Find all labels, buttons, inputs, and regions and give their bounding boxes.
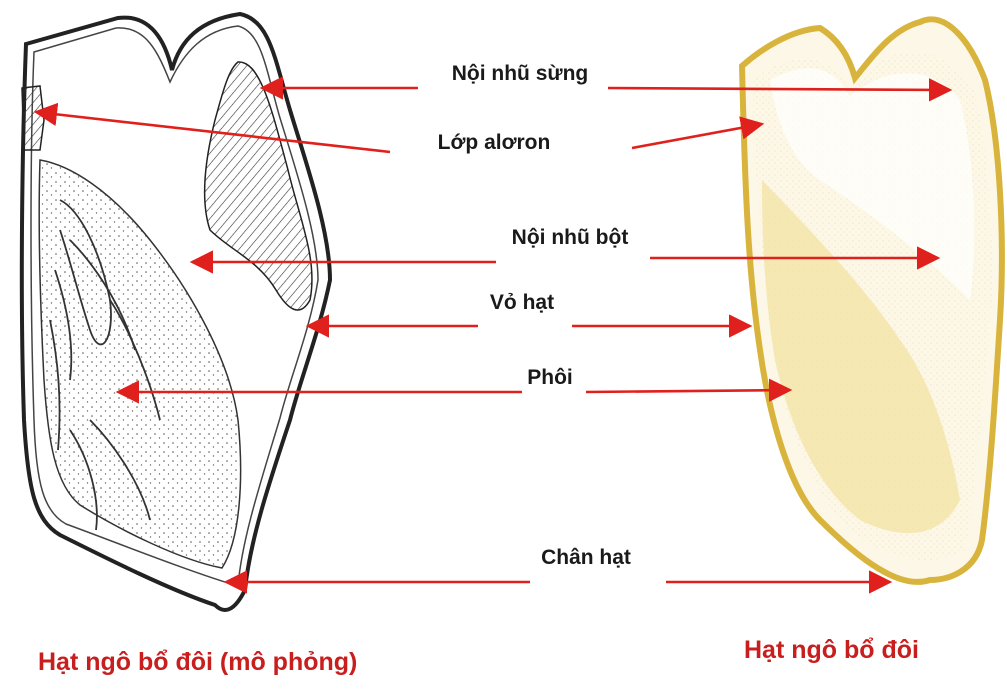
schematic-kernel — [22, 14, 330, 610]
aleurone-left-patch — [22, 86, 44, 150]
label-lop-aloron: Lớp alơron — [432, 131, 557, 155]
label-noi-nhu-sung: Nội nhũ sừng — [446, 62, 595, 86]
label-noi-nhu-bot: Nội nhũ bột — [506, 226, 635, 250]
label-chan-hat: Chân hạt — [535, 546, 637, 570]
arrow-phoi-right — [586, 390, 790, 392]
caption-right: Hạt ngô bổ đôi — [744, 636, 919, 665]
real-kernel — [742, 19, 1002, 582]
label-vo-hat: Vỏ hạt — [484, 291, 560, 315]
label-phoi: Phôi — [521, 366, 579, 390]
caption-left: Hạt ngô bổ đôi (mô phỏng) — [38, 648, 357, 677]
